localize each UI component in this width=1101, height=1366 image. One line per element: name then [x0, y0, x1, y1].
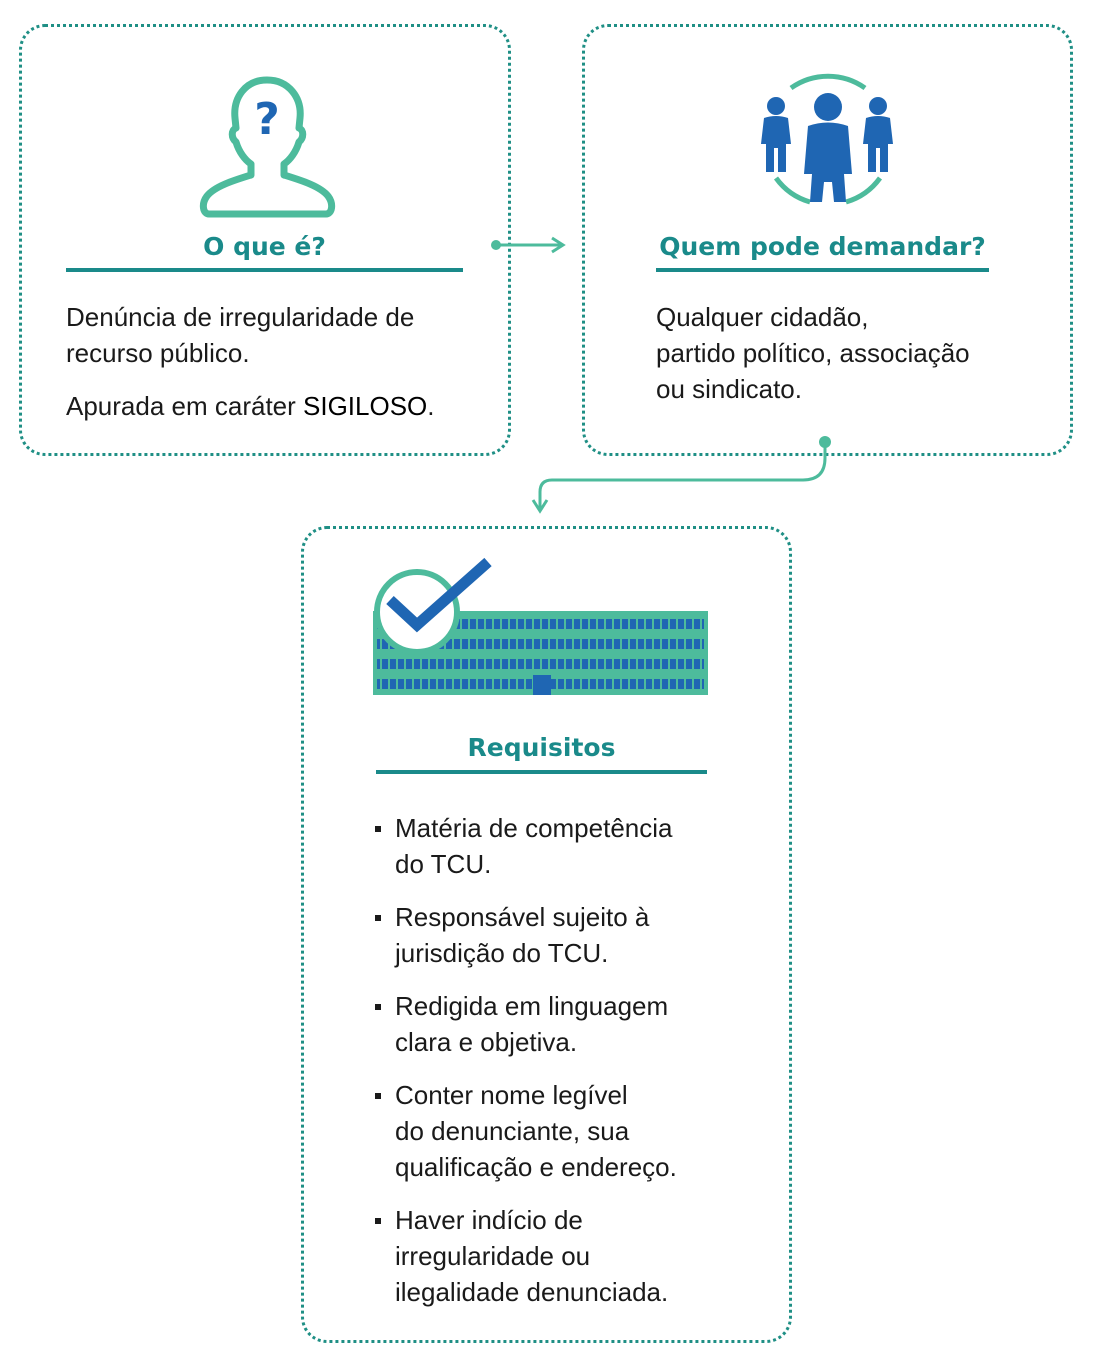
card-what-line: Denúncia de irregularidade de	[66, 302, 415, 332]
requirement-item: Matéria de competência do TCU.	[373, 810, 773, 882]
card-requirements-title-underline	[376, 770, 707, 774]
card-what-title: O que é?	[203, 232, 326, 261]
arrow-down-connector	[531, 436, 831, 514]
card-requirements-title: Requisitos	[467, 733, 616, 762]
building-check-icon	[373, 557, 708, 695]
card-what-line: recurso público.	[66, 338, 250, 368]
sigiloso-emphasis: SIGILOSO	[303, 391, 428, 421]
card-who-body: Qualquer cidadão, partido político, asso…	[656, 299, 970, 407]
requirement-item: Haver indício de irregularidade ou ilega…	[373, 1202, 773, 1310]
requirement-item: Redigida em linguagem clara e objetiva.	[373, 988, 773, 1060]
card-what-line3-prefix: Apurada em caráter	[66, 391, 304, 421]
requirement-item: Responsável sujeito à jurisdição do TCU.	[373, 899, 773, 971]
requirements-list: Matéria de competência do TCU. Responsáv…	[373, 810, 773, 1327]
card-who-line: partido político, associação	[656, 338, 970, 368]
card-who-title: Quem pode demandar?	[659, 232, 986, 261]
person-question-icon: ?	[199, 76, 336, 218]
card-requirements	[301, 526, 792, 1343]
arrow-right-connector	[491, 236, 566, 254]
svg-text:?: ?	[254, 94, 280, 145]
card-who-line: ou sindicato.	[656, 374, 802, 404]
card-what-line3-suffix: .	[427, 391, 435, 421]
card-who-title-underline	[656, 268, 989, 272]
card-who	[582, 24, 1073, 456]
card-who-line: Qualquer cidadão,	[656, 302, 869, 332]
card-what	[19, 24, 511, 456]
card-what-line: Apurada em caráter SIGILOSO.	[66, 388, 435, 424]
card-what-title-underline	[66, 268, 463, 272]
people-group-icon	[761, 73, 893, 205]
requirement-item: Conter nome legível do denunciante, sua …	[373, 1077, 773, 1185]
card-what-body: Denúncia de irregularidade de recurso pú…	[66, 299, 435, 424]
